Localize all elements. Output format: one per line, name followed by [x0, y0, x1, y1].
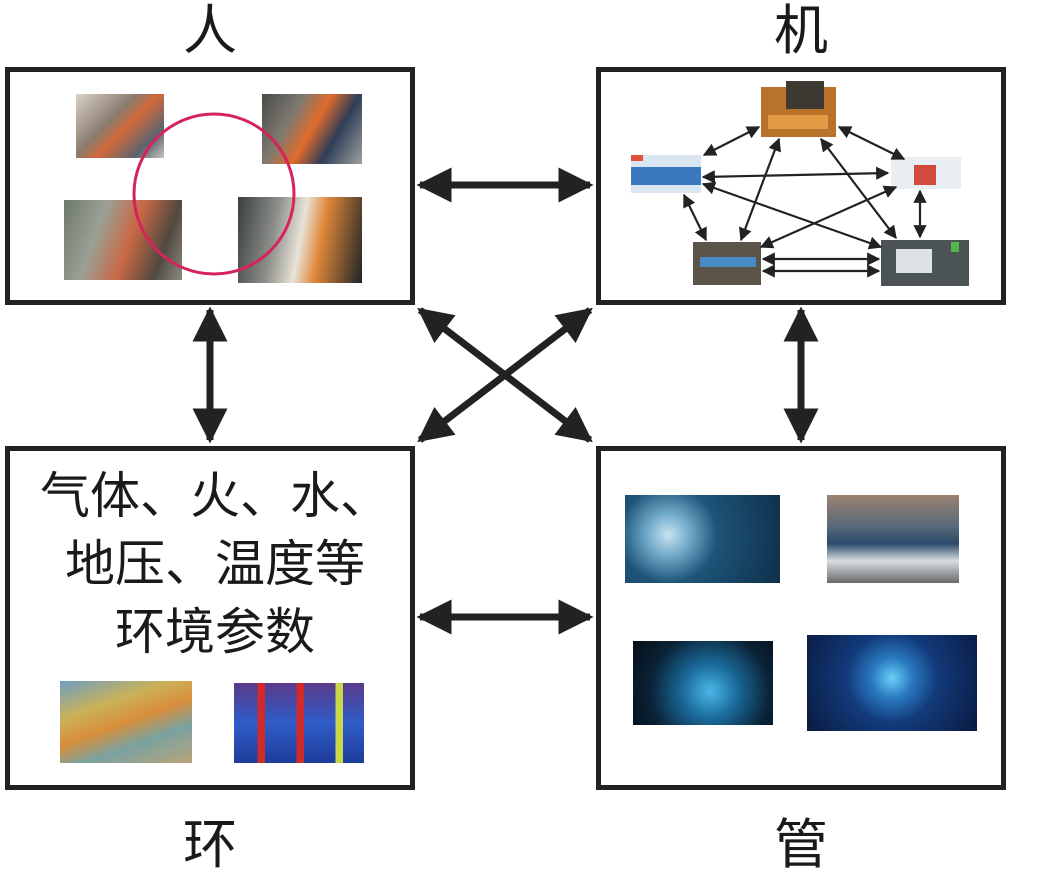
mgmt-control-room-image [827, 495, 959, 583]
node-drill-rig [891, 157, 961, 189]
env-3d-model-1 [60, 681, 192, 763]
label-person: 人 [183, 0, 237, 62]
node-conveyor-panel [631, 155, 701, 193]
mgmt-tech-hub-image [807, 635, 977, 731]
equipment-network [631, 81, 969, 286]
env-3d-model-2 [234, 683, 364, 763]
env-line-1: 气体、火、水、 [40, 467, 390, 525]
management-box [596, 446, 1006, 790]
worker-photo-2 [262, 94, 362, 164]
worker-photo-3 [64, 200, 182, 280]
label-machine: 机 [774, 0, 828, 62]
arrow-machine-environment [417, 307, 593, 443]
environment-box: 气体、火、水、 地压、温度等 环境参数 [5, 446, 415, 790]
label-management: 管 [774, 813, 828, 876]
person-box [5, 67, 415, 305]
mgmt-digital-earth-image [633, 641, 773, 725]
env-line-3: 环境参数 [115, 603, 315, 661]
machine-box [596, 67, 1006, 305]
node-roadheader [761, 81, 836, 137]
mgmt-ai-face-image [625, 495, 780, 583]
worker-photo-4 [238, 197, 362, 283]
highlight-circle [132, 112, 296, 276]
env-line-2: 地压、温度等 [65, 535, 365, 593]
label-environment: 环 [183, 813, 237, 876]
